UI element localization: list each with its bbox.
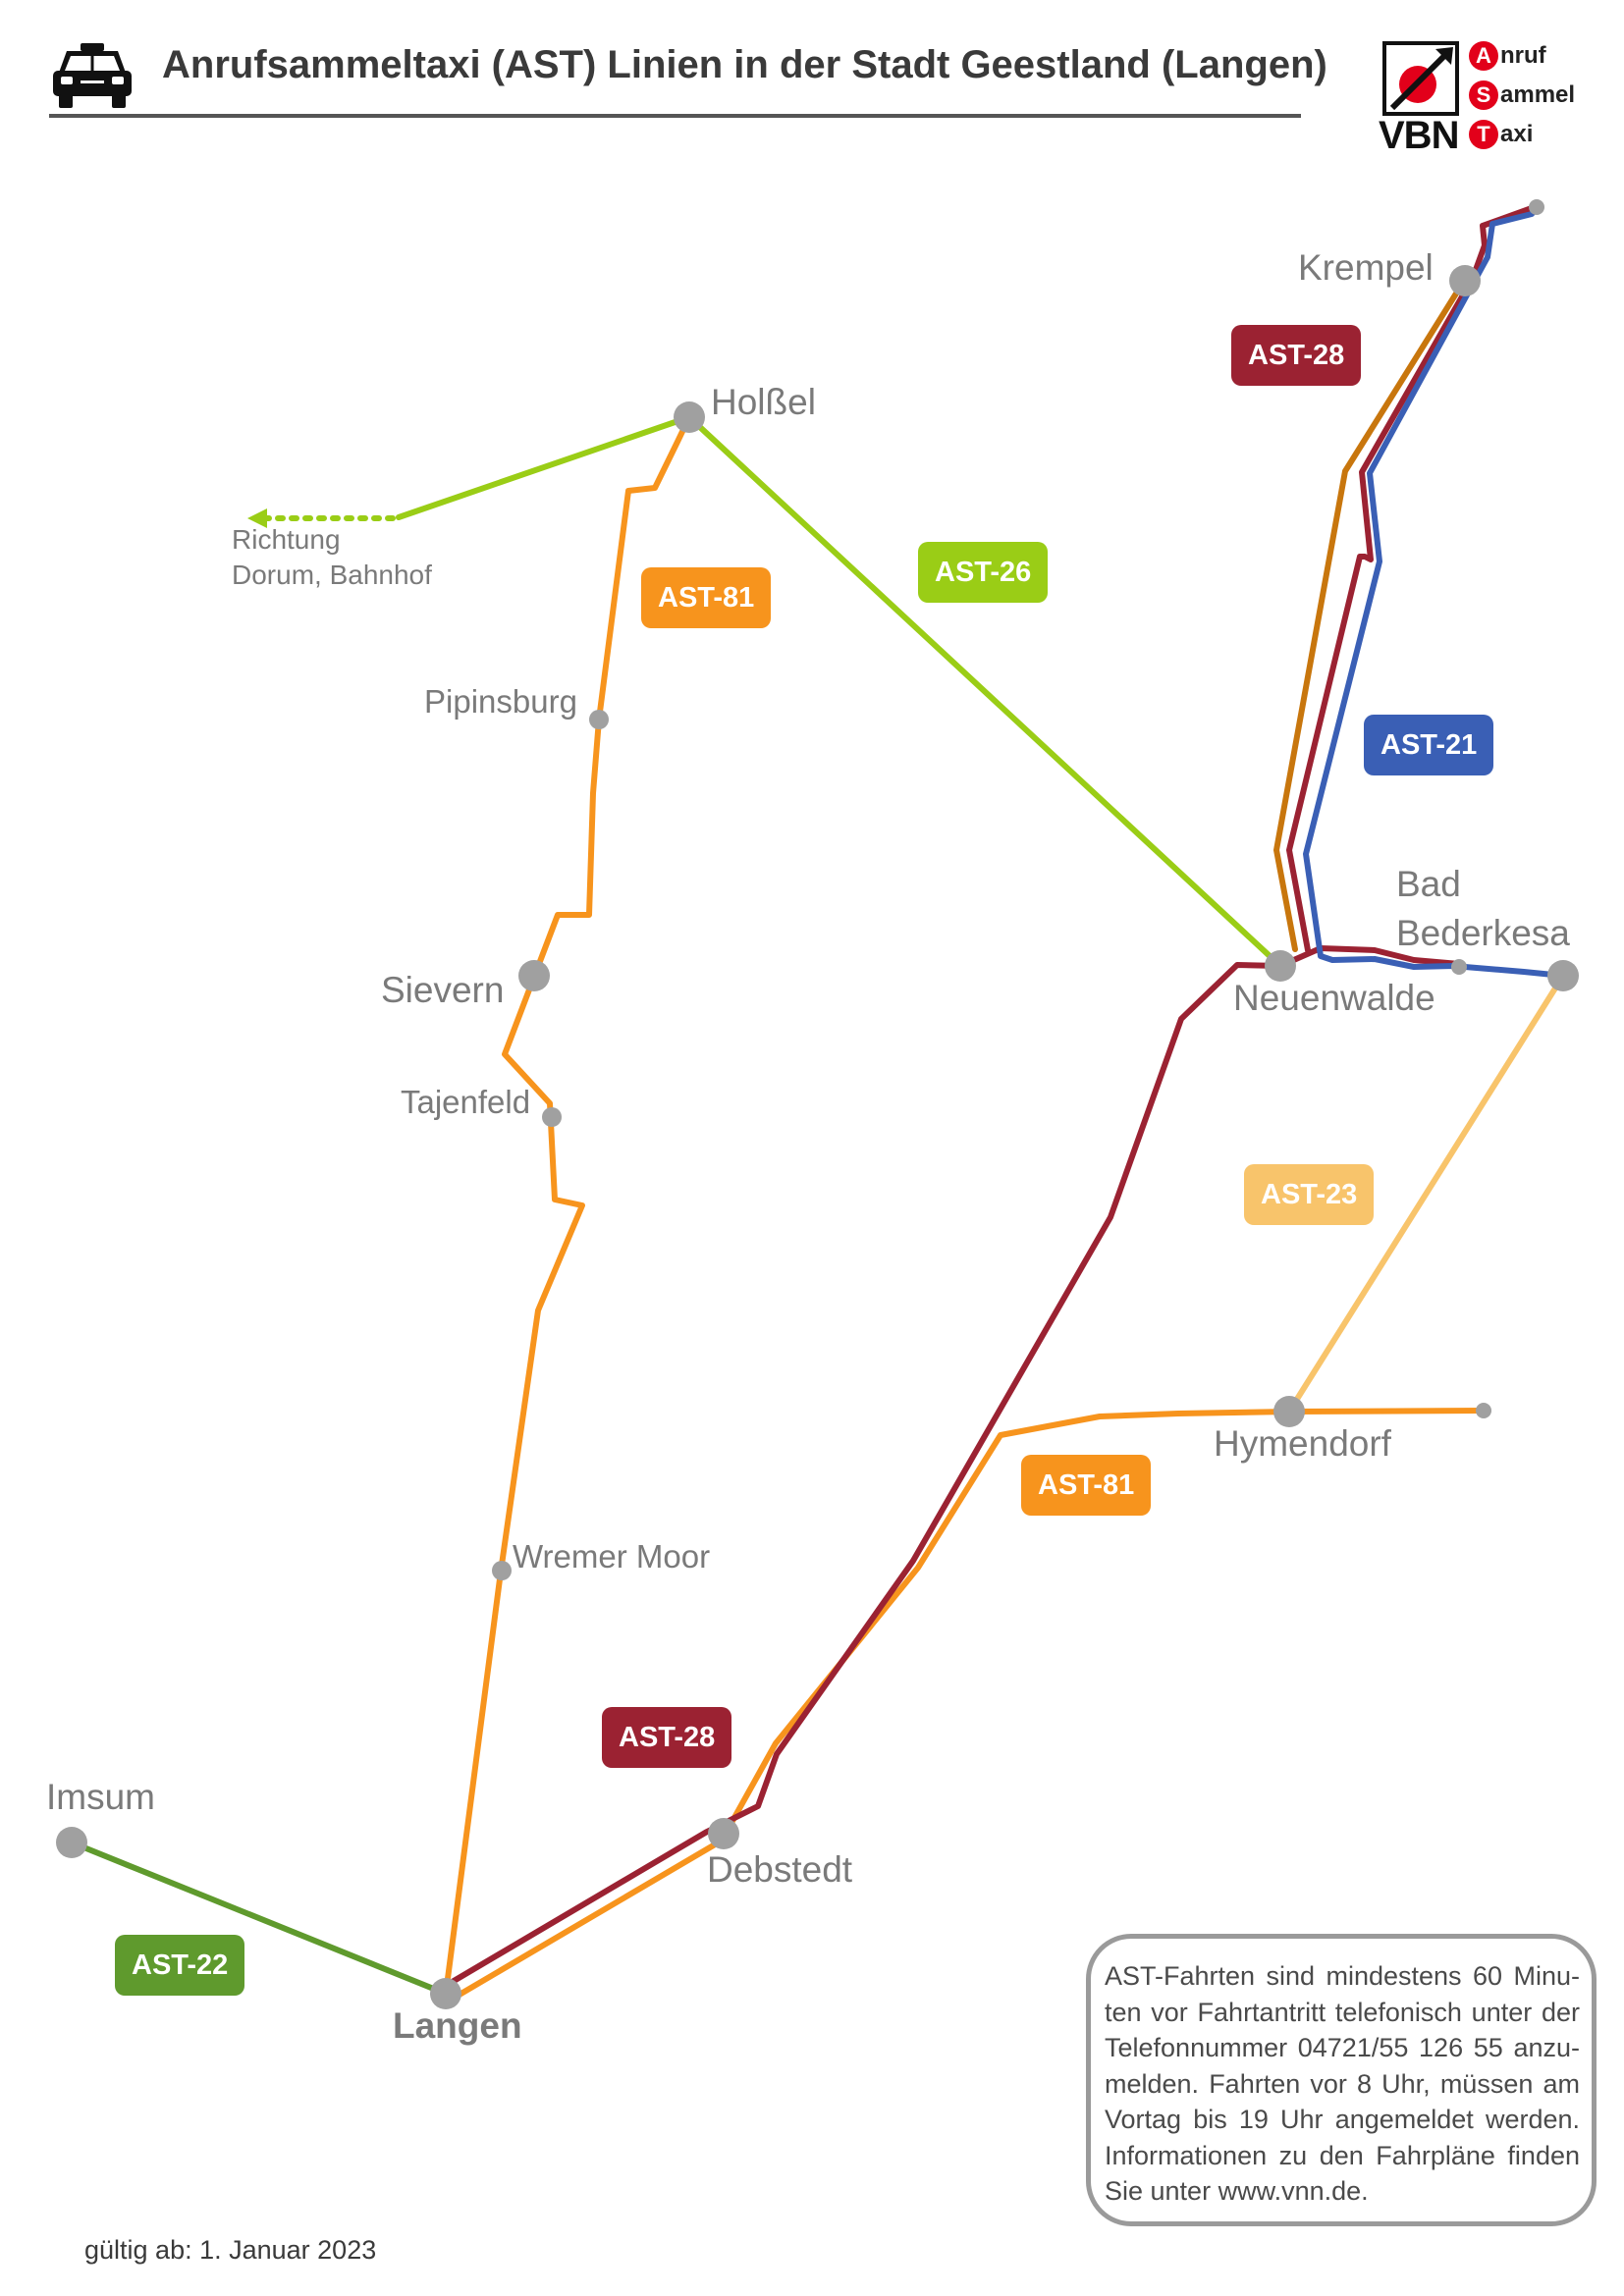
logo-row-t: T axi <box>1469 118 1533 151</box>
logo-word-t: axi <box>1500 121 1534 147</box>
badge-ast81-west: AST-81 <box>641 567 772 628</box>
logo-letter-t: T <box>1469 120 1498 149</box>
direction-line2: Dorum, Bahnhof <box>232 560 432 590</box>
route-ast22 <box>69 1840 449 1997</box>
stop-hymendorf-end <box>1476 1403 1491 1418</box>
logo-row-a: A nruf <box>1469 39 1546 73</box>
route-ast81-east <box>450 1408 1487 2002</box>
route-ast28-south <box>441 962 1283 1990</box>
vbn-ast-logo: VBN A nruf S ammel T axi <box>1379 39 1598 157</box>
stop-wremer-moor <box>492 1561 512 1580</box>
place-tajenfeld: Tajenfeld <box>401 1084 531 1120</box>
stop-neuenwalde <box>1265 950 1296 982</box>
booking-info-box: AST-Fahrten sind mindestens 60 Minu­ten … <box>1086 1934 1597 2226</box>
stop-hymendorf <box>1273 1396 1305 1427</box>
stop-tajenfeld <box>542 1107 562 1127</box>
place-debstedt: Debstedt <box>707 1849 853 1890</box>
route-ast21 <box>1303 205 1566 979</box>
place-langen: Langen <box>393 2005 522 2046</box>
badge-ast28-north: AST-28 <box>1231 325 1362 386</box>
stop-krempel-end <box>1529 199 1544 215</box>
route-ast81-west <box>443 414 692 1997</box>
logo-row-s: S ammel <box>1469 79 1575 112</box>
route-ast28-north-b <box>1286 205 1535 953</box>
badge-ast28-south: AST-28 <box>602 1707 732 1768</box>
place-wremer-moor: Wremer Moor <box>513 1538 711 1575</box>
logo-word-a: nruf <box>1500 42 1546 69</box>
logo-symbol-icon <box>1389 47 1453 111</box>
taxi-icon <box>53 43 132 108</box>
logo-vbn-text: VBN <box>1379 114 1459 157</box>
route-ast28-east <box>1277 945 1462 969</box>
title-underline <box>49 114 1301 118</box>
stop-imsum <box>56 1827 87 1858</box>
route-ast23 <box>1286 973 1566 1415</box>
place-pipinsburg: Pipinsburg <box>424 683 577 720</box>
place-bad-bederkesa-line1: Bad <box>1396 864 1461 904</box>
logo-word-s: ammel <box>1500 81 1576 108</box>
badge-ast22: AST-22 <box>115 1935 245 1996</box>
page-title: Anrufsammeltaxi (AST) Linien in der Stad… <box>162 43 1327 86</box>
direction-line1: Richtung <box>232 524 341 555</box>
stop-holssel <box>674 401 705 433</box>
direction-arrow-icon <box>247 508 267 528</box>
logo-letter-s: S <box>1469 80 1498 110</box>
place-neuenwalde: Neuenwalde <box>1233 978 1435 1018</box>
place-sievern: Sievern <box>381 970 505 1010</box>
place-hymendorf: Hymendorf <box>1214 1423 1391 1464</box>
stop-bad-bederkesa <box>1547 960 1579 991</box>
place-holssel: Holßel <box>711 382 816 422</box>
stop-langen <box>430 1978 461 2009</box>
badge-ast26: AST-26 <box>918 542 1049 603</box>
stop-sievern <box>518 960 550 991</box>
route-ast28-north-a <box>1273 275 1469 952</box>
place-imsum: Imsum <box>46 1777 155 1817</box>
place-bad-bederkesa-line2: Bederkesa <box>1396 913 1570 953</box>
stop-bad-bederkesa-small <box>1451 959 1467 975</box>
stop-pipinsburg <box>589 710 609 729</box>
stop-debstedt <box>708 1818 739 1849</box>
badge-ast21: AST-21 <box>1364 715 1494 775</box>
place-krempel: Krempel <box>1298 247 1434 288</box>
stop-krempel <box>1449 265 1481 296</box>
direction-label: Richtung Dorum, Bahnhof <box>232 522 432 593</box>
valid-from-text: gültig ab: 1. Januar 2023 <box>84 2235 377 2265</box>
logo-letter-a: A <box>1469 41 1498 71</box>
badge-ast81-east: AST-81 <box>1021 1455 1152 1516</box>
logo-frame <box>1382 41 1459 116</box>
badge-ast23: AST-23 <box>1244 1164 1375 1225</box>
